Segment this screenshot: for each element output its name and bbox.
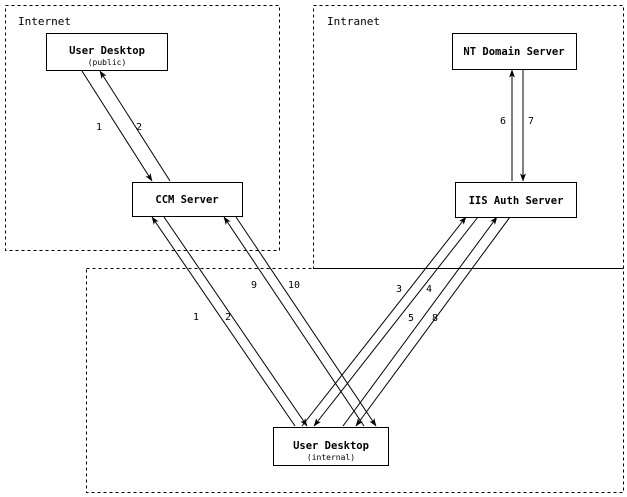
node-ccm-server[interactable]: CCM Server — [132, 182, 243, 217]
node-user-desktop-public-box[interactable] — [46, 33, 168, 71]
zone-internet: Internet — [5, 5, 280, 251]
edge-1: 1 — [81, 70, 153, 182]
edge-5: 5 — [342, 216, 498, 427]
edge-9: 9 — [223, 216, 365, 427]
node-user-desktop-internal-box[interactable] — [273, 427, 389, 466]
edge-8-line — [355, 216, 511, 427]
edge-4: 4 — [313, 216, 479, 427]
zone-intranet-border — [313, 5, 624, 269]
edge-10-line — [235, 216, 377, 427]
edge-1-label: 1 — [96, 122, 102, 133]
edge-2b-line — [163, 216, 308, 427]
edge-4-line — [313, 216, 479, 427]
node-user-desktop-public[interactable]: User Desktop (public) — [46, 33, 168, 71]
edge-1b-label: 1 — [193, 312, 199, 323]
edge-9-line — [223, 216, 365, 427]
zone-internal-border — [86, 268, 624, 493]
zone-intranet: Intranet — [313, 5, 624, 269]
edge-2b: 2 — [163, 216, 308, 427]
node-user-desktop-internal-title: User Desktop — [293, 440, 369, 452]
node-nt-domain-server-title: NT Domain Server — [463, 46, 564, 58]
edge-1b-line — [151, 216, 296, 427]
edge-4-label: 4 — [426, 284, 432, 295]
node-user-desktop-internal-subtitle: (internal) — [307, 453, 355, 462]
edge-3: 3 — [301, 216, 467, 427]
edge-2b-label: 2 — [225, 312, 231, 323]
edge-10-label: 10 — [288, 280, 300, 291]
edge-6-label: 6 — [500, 116, 506, 127]
node-user-desktop-internal[interactable]: User Desktop (internal) — [273, 427, 389, 466]
node-ccm-server-title: CCM Server — [155, 194, 218, 206]
node-user-desktop-public-subtitle: (public) — [88, 58, 127, 67]
edge-2-line — [99, 70, 171, 182]
node-nt-domain-server-box[interactable] — [452, 33, 577, 70]
node-iis-auth-server-title: IIS Auth Server — [469, 195, 564, 207]
zone-intranet-label: Intranet — [327, 15, 380, 28]
edge-1-line — [81, 70, 153, 182]
edge-1b: 1 — [151, 216, 296, 427]
edge-2: 2 — [99, 70, 171, 182]
zone-internet-border — [5, 5, 280, 251]
node-nt-domain-server[interactable]: NT Domain Server — [452, 33, 577, 70]
edge-2-label: 2 — [136, 122, 142, 133]
edge-3-label: 3 — [396, 284, 402, 295]
edge-8-label: 8 — [432, 313, 438, 324]
node-ccm-server-box[interactable] — [132, 182, 243, 217]
node-iis-auth-server[interactable]: IIS Auth Server — [455, 182, 577, 218]
node-iis-auth-server-box[interactable] — [455, 182, 577, 218]
edge-3-line — [301, 216, 467, 427]
edge-10: 10 — [235, 216, 377, 427]
edge-5-label: 5 — [408, 313, 414, 324]
edge-5-line — [342, 216, 498, 427]
edge-9-label: 9 — [251, 280, 257, 291]
zone-internal — [86, 268, 624, 493]
edge-8: 8 — [355, 216, 511, 427]
edge-6: 6 — [500, 69, 515, 181]
edge-7-label: 7 — [528, 116, 534, 127]
node-user-desktop-public-title: User Desktop — [69, 45, 145, 57]
zone-internet-label: Internet — [18, 15, 71, 28]
edge-7: 7 — [520, 70, 534, 182]
